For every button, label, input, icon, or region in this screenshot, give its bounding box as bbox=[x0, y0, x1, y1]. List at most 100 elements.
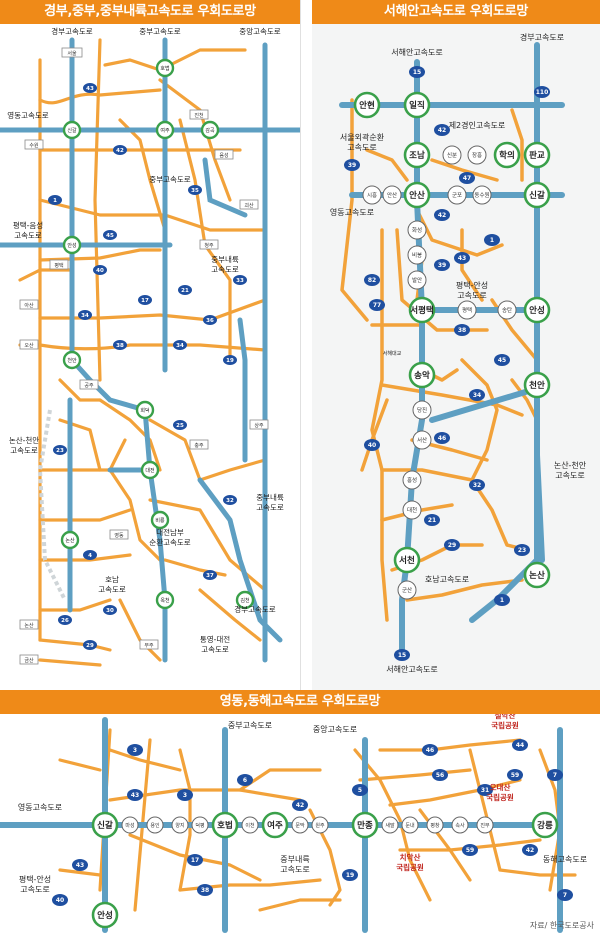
svg-text:군포: 군포 bbox=[452, 192, 462, 199]
svg-text:고속도로: 고속도로 bbox=[256, 503, 284, 512]
svg-text:신갈: 신갈 bbox=[97, 820, 113, 831]
svg-text:59: 59 bbox=[511, 772, 519, 779]
svg-text:동수원: 동수원 bbox=[474, 191, 489, 199]
svg-text:진천: 진천 bbox=[194, 112, 204, 119]
svg-text:34: 34 bbox=[473, 392, 481, 399]
badge-4: 4 bbox=[88, 553, 92, 559]
svg-text:김천: 김천 bbox=[240, 597, 250, 604]
svg-text:둔내: 둔내 bbox=[405, 822, 415, 829]
svg-text:신갈: 신갈 bbox=[67, 127, 77, 134]
svg-text:42: 42 bbox=[296, 802, 304, 809]
svg-text:진부: 진부 bbox=[480, 822, 490, 829]
svg-text:46: 46 bbox=[438, 435, 446, 442]
svg-text:여주: 여주 bbox=[160, 127, 170, 134]
label-donghae: 동해고속도로 bbox=[543, 854, 587, 864]
svg-text:덕평: 덕평 bbox=[195, 822, 204, 829]
svg-text:양지: 양지 bbox=[175, 822, 184, 829]
svg-text:45: 45 bbox=[498, 357, 506, 364]
svg-text:고속도로: 고속도로 bbox=[347, 143, 376, 152]
svg-text:고속도로: 고속도로 bbox=[20, 885, 49, 894]
svg-text:국립공원: 국립공원 bbox=[491, 720, 519, 730]
badge-26: 26 bbox=[61, 618, 69, 624]
label-bridge: 서해대교 bbox=[383, 350, 402, 357]
svg-text:음성: 음성 bbox=[219, 152, 228, 159]
svg-text:서울: 서울 bbox=[67, 50, 77, 57]
svg-text:6: 6 bbox=[243, 777, 247, 784]
badge-36: 36 bbox=[206, 318, 214, 324]
label-jungang-top: 중앙고속도로 bbox=[239, 26, 280, 36]
svg-text:당진: 당진 bbox=[417, 406, 427, 414]
svg-text:만종: 만종 bbox=[357, 820, 373, 831]
svg-text:여주: 여주 bbox=[267, 820, 283, 831]
badge-37: 37 bbox=[206, 573, 214, 579]
svg-text:32: 32 bbox=[473, 482, 481, 489]
label-odaesan: 오대산 bbox=[490, 782, 511, 792]
label-honam: 호남 bbox=[105, 575, 119, 584]
badge-23: 23 bbox=[56, 448, 64, 454]
svg-text:고속도로: 고속도로 bbox=[10, 446, 38, 455]
label-jungbu-naeryuk2: 중부내륙 bbox=[256, 493, 284, 502]
svg-text:새말: 새말 bbox=[385, 822, 395, 829]
svg-text:이천: 이천 bbox=[245, 822, 255, 829]
svg-text:38: 38 bbox=[458, 327, 466, 334]
svg-text:아산: 아산 bbox=[24, 302, 34, 309]
svg-text:비룡: 비룡 bbox=[155, 517, 165, 524]
svg-text:평택: 평택 bbox=[54, 262, 64, 269]
label-jungang: 중앙고속도로 bbox=[313, 724, 357, 734]
svg-text:안현: 안현 bbox=[359, 100, 375, 111]
svg-text:천안: 천안 bbox=[67, 357, 77, 364]
svg-text:평택: 평택 bbox=[462, 307, 472, 314]
label-pyeongtaek: 평택-안성 bbox=[19, 874, 51, 884]
park-labels: 설악산 국립공원 오대산 국립공원 치악산 국립공원 bbox=[396, 710, 519, 872]
svg-text:홍성: 홍성 bbox=[407, 476, 417, 484]
svg-text:발안: 발안 bbox=[412, 276, 422, 284]
label-gyeongin2: 제2경인고속도로 bbox=[449, 120, 506, 130]
svg-text:19: 19 bbox=[346, 872, 354, 879]
svg-text:화성: 화성 bbox=[412, 226, 422, 234]
badge-17: 17 bbox=[141, 298, 149, 304]
svg-text:문막: 문막 bbox=[295, 822, 305, 829]
svg-text:논산: 논산 bbox=[24, 622, 34, 629]
svg-text:장흥: 장흥 bbox=[472, 151, 482, 159]
svg-text:29: 29 bbox=[448, 542, 456, 549]
label-jungbu-top: 중부고속도로 bbox=[139, 27, 180, 36]
expressways bbox=[0, 37, 300, 663]
badge-25: 25 bbox=[176, 423, 184, 429]
svg-text:15: 15 bbox=[413, 69, 421, 76]
svg-text:호법: 호법 bbox=[160, 65, 169, 72]
label-gyeongbu-top: 경부고속도로 bbox=[51, 26, 92, 36]
junction-markers bbox=[91, 811, 559, 929]
svg-text:속사: 속사 bbox=[455, 822, 465, 829]
svg-text:학의: 학의 bbox=[499, 150, 515, 161]
svg-text:21: 21 bbox=[428, 517, 436, 524]
svg-text:서천: 서천 bbox=[399, 555, 415, 566]
label-honam: 호남고속도로 bbox=[425, 575, 469, 584]
svg-text:110: 110 bbox=[536, 89, 549, 96]
badge-43: 43 bbox=[86, 86, 94, 92]
svg-text:시흥: 시흥 bbox=[367, 191, 377, 199]
svg-text:송탄: 송탄 bbox=[502, 306, 512, 314]
svg-text:판교: 판교 bbox=[529, 150, 545, 161]
planned-road bbox=[37, 409, 67, 601]
svg-text:군산: 군산 bbox=[402, 586, 412, 594]
svg-text:47: 47 bbox=[463, 175, 471, 182]
expressway-labels: 서해안고속도로 경부고속도로 서울외곽순환 고속도로 제2경인고속도로 영동고속… bbox=[330, 32, 587, 674]
svg-text:3: 3 bbox=[133, 747, 137, 754]
label-nonsan: 논산-천안 bbox=[554, 460, 587, 470]
svg-text:42: 42 bbox=[438, 127, 446, 134]
label-jungbu: 중부고속도로 bbox=[228, 721, 272, 730]
label-chiak: 치악산 bbox=[400, 852, 421, 862]
badge-1: 1 bbox=[53, 198, 57, 204]
svg-text:고속도로: 고속도로 bbox=[280, 865, 309, 874]
svg-text:40: 40 bbox=[368, 442, 376, 449]
badge-21: 21 bbox=[181, 288, 189, 294]
